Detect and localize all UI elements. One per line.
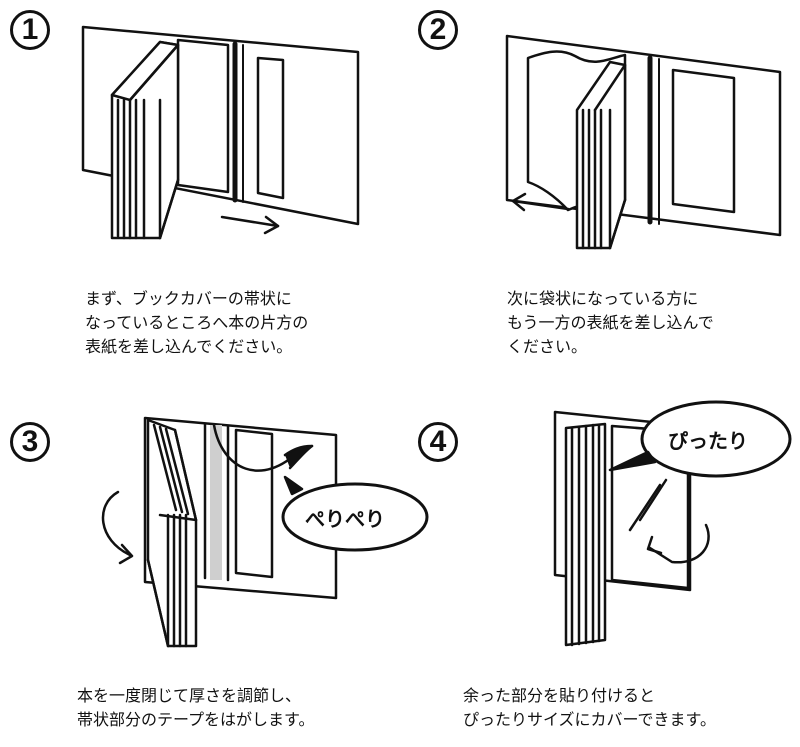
step4-caption: 余った部分を貼り付けると ぴったりサイズにカバーできます。 xyxy=(463,686,716,729)
step2-arrow-left xyxy=(511,192,570,212)
step3-book xyxy=(146,418,198,648)
step3-rotate-arrow xyxy=(101,490,134,565)
step1-book xyxy=(110,40,180,240)
step4-bubble-text: ぴったり xyxy=(668,429,748,453)
step3-number: 3 xyxy=(10,422,50,462)
step4-illustration xyxy=(553,400,792,647)
step2-number: 2 xyxy=(418,10,458,50)
step3-illustration xyxy=(101,416,429,648)
step4-number: 4 xyxy=(418,422,458,462)
step4-speech-bubble xyxy=(608,400,792,478)
step1-caption: まず、ブックカバーの帯状に なっているところへ本の片方の 表紙を差し込んでくださ… xyxy=(85,289,309,356)
step3-bubble-text: ぺりぺり xyxy=(305,507,385,531)
step2-illustration xyxy=(505,34,782,250)
step3-caption: 本を一度閉じて厚さを調節し、 帯状部分のテープをはがします。 xyxy=(77,686,315,729)
step4-book xyxy=(564,422,607,647)
step2-book xyxy=(575,60,627,250)
step1-number: 1 xyxy=(10,10,50,50)
step1-arrow-right xyxy=(220,215,280,235)
step1-illustration xyxy=(81,25,360,240)
step4-rotate-arrow xyxy=(646,523,710,564)
step2-caption: 次に袋状になっている方に もう一方の表紙を差し込んで ください。 xyxy=(507,289,714,356)
step3-speech-bubble xyxy=(281,475,429,552)
